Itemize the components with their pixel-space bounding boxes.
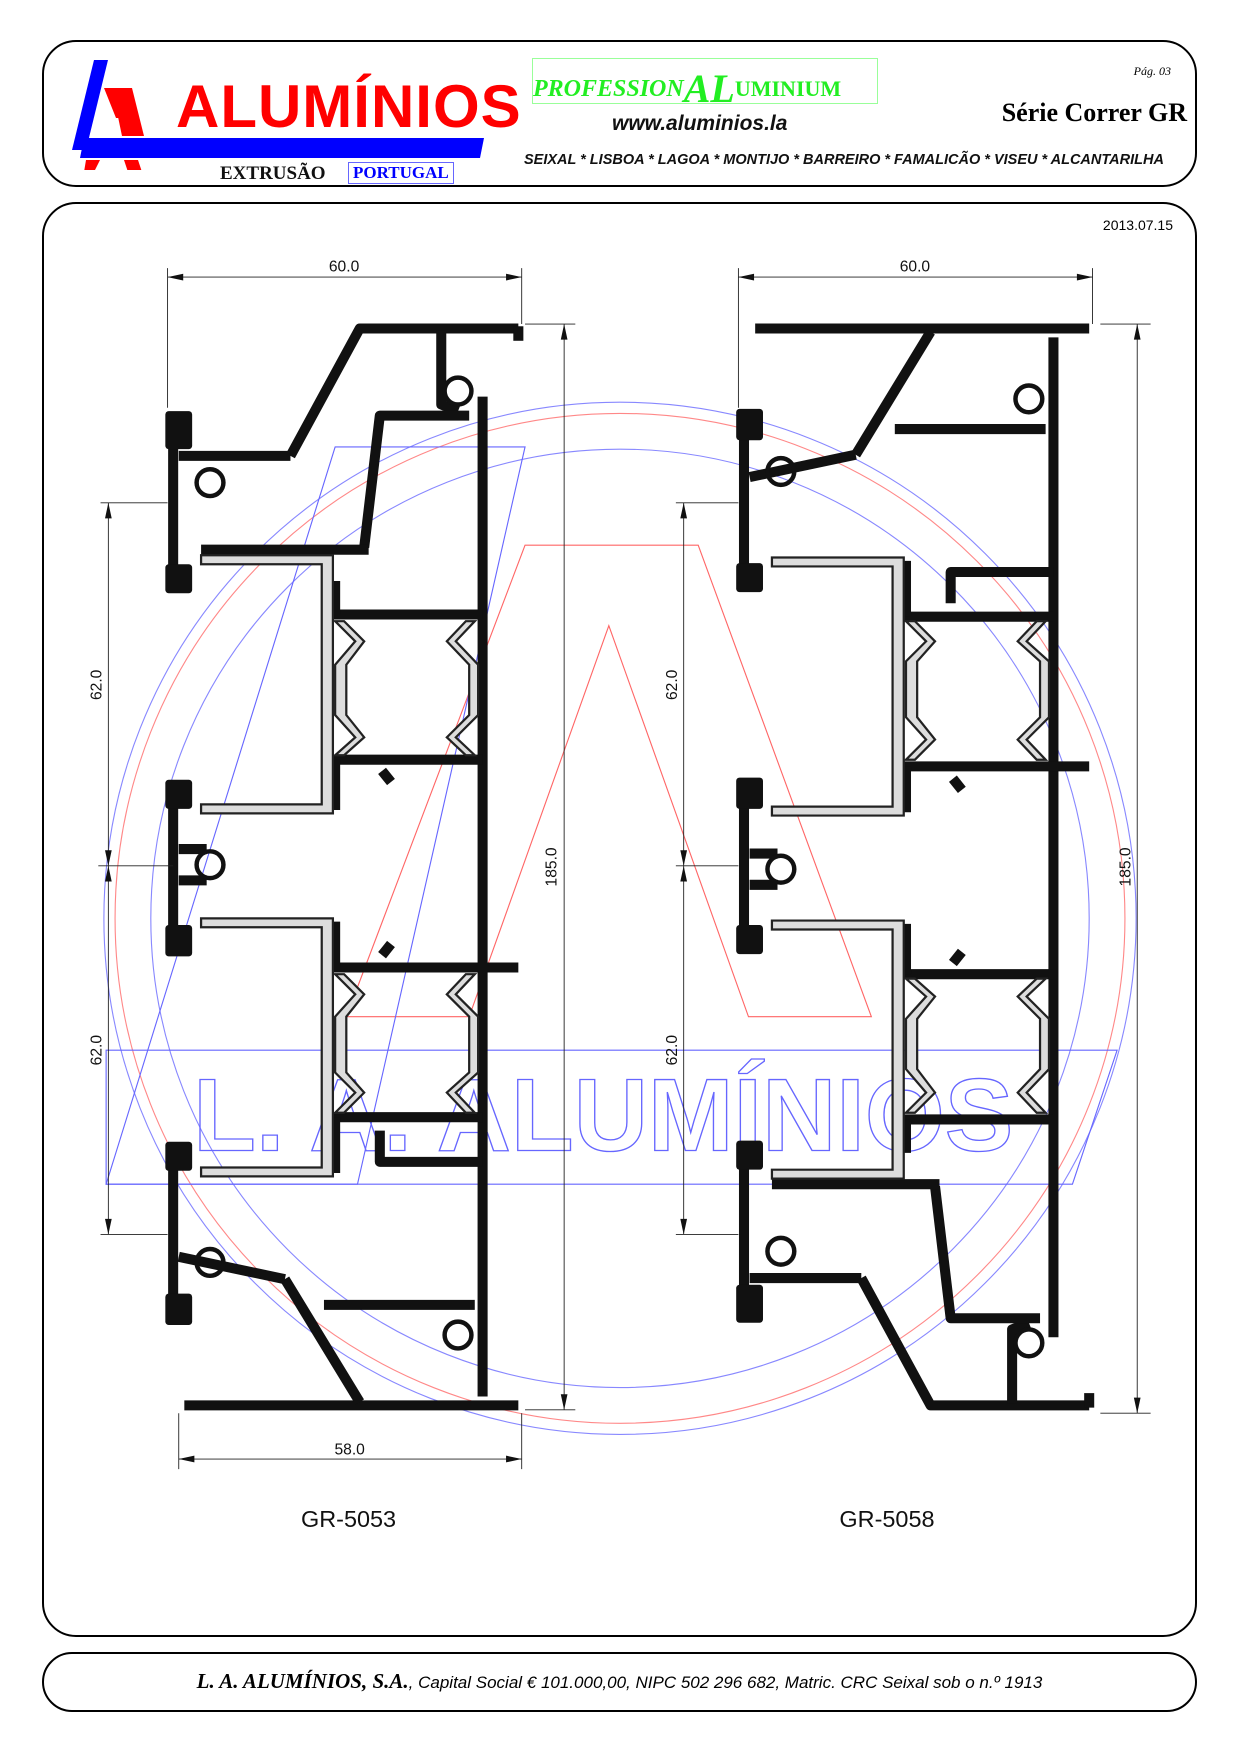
dim-width-top: 60.0 [900,259,931,276]
dim-width-top: 60.0 [329,259,360,276]
profile-code: GR-5058 [839,1506,934,1532]
profile-gr-5053 [165,326,518,1405]
series-title: Série Correr GR [1001,98,1187,127]
company-name: L. A. ALUMÍNIOS, S.A. [196,1669,409,1693]
dim-pitch: 62.0 [664,669,681,700]
drawing-frame: 2013.07.15 [42,202,1197,1637]
city-list: SEIXAL * LISBOA * LAGOA * MONTIJO * BARR… [524,152,1164,168]
banner-al: AL [683,66,735,111]
dim-pitch: 62.0 [89,1035,106,1066]
dimension-lines [98,268,1151,1470]
company-logo: ALUMÍNIOS EXTRUSÃO PORTUGAL [64,60,521,184]
logo-portugal: PORTUGAL [348,162,454,184]
dim-pitch: 62.0 [89,669,106,700]
footer-text: L. A. ALUMÍNIOS, S.A., Capital Social € … [44,1669,1195,1694]
header: ALUMÍNIOS EXTRUSÃO PORTUGAL PROFESSIONAL… [42,40,1197,187]
banner-prefix: PROFESSION [533,76,684,102]
profile-gr-5058 [736,328,1089,1407]
dim-height: 185.0 [1118,847,1135,886]
logo-mark-icon [72,60,484,172]
footer: L. A. ALUMÍNIOS, S.A., Capital Social € … [42,1652,1197,1712]
dim-pitch: 62.0 [664,1035,681,1066]
drawing-date: 2013.07.15 [1102,217,1173,233]
professional-aluminium-banner: PROFESSIONALUMINIUM [532,58,878,111]
website-link[interactable]: www.aluminios.la [612,112,788,135]
logo-extrusao: EXTRUSÃO [220,163,326,184]
page-number: Pág. 03 [1133,64,1171,78]
dim-width-bottom: 58.0 [334,1442,365,1459]
watermark-text: L. A. ALUMÍNIOS [193,1058,1013,1173]
banner-suffix: UMINIUM [734,76,842,101]
dimension-arrows [105,273,1141,1463]
company-details: , Capital Social € 101.000,00, NIPC 502 … [408,1673,1043,1692]
dim-height: 185.0 [543,847,560,886]
profile-code: GR-5053 [301,1506,396,1532]
logo-text: ALUMÍNIOS [176,73,522,140]
